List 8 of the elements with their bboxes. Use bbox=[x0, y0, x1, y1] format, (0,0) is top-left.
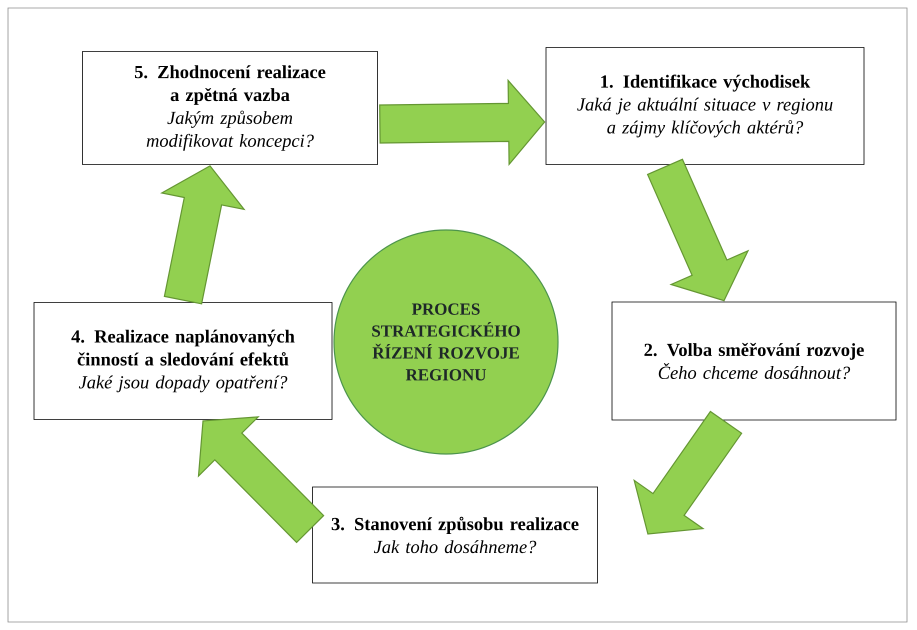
step-box: 5. Zhodnocení realizace a zpětná vazba Jakým způsobem modifikovat koncepci? bbox=[82, 51, 378, 165]
block-arrow bbox=[379, 78, 546, 166]
block-arrow bbox=[633, 410, 742, 535]
block-arrow bbox=[160, 165, 246, 304]
step-box: 1. Identifikace východisek Jaká je aktuální situace v regionu a zájmy klíčových aktérů? bbox=[546, 47, 864, 165]
step-box: 2. Volba směřování rozvoje Čeho chceme dosáhnout? bbox=[612, 302, 896, 420]
step-box: 4. Realizace naplánovaných činností a sledování efektů Jaké jsou dopady opatření? bbox=[34, 302, 332, 420]
step-box: 3. Stanovení způsobu realizace Jak toho dosáhneme? bbox=[312, 486, 598, 584]
